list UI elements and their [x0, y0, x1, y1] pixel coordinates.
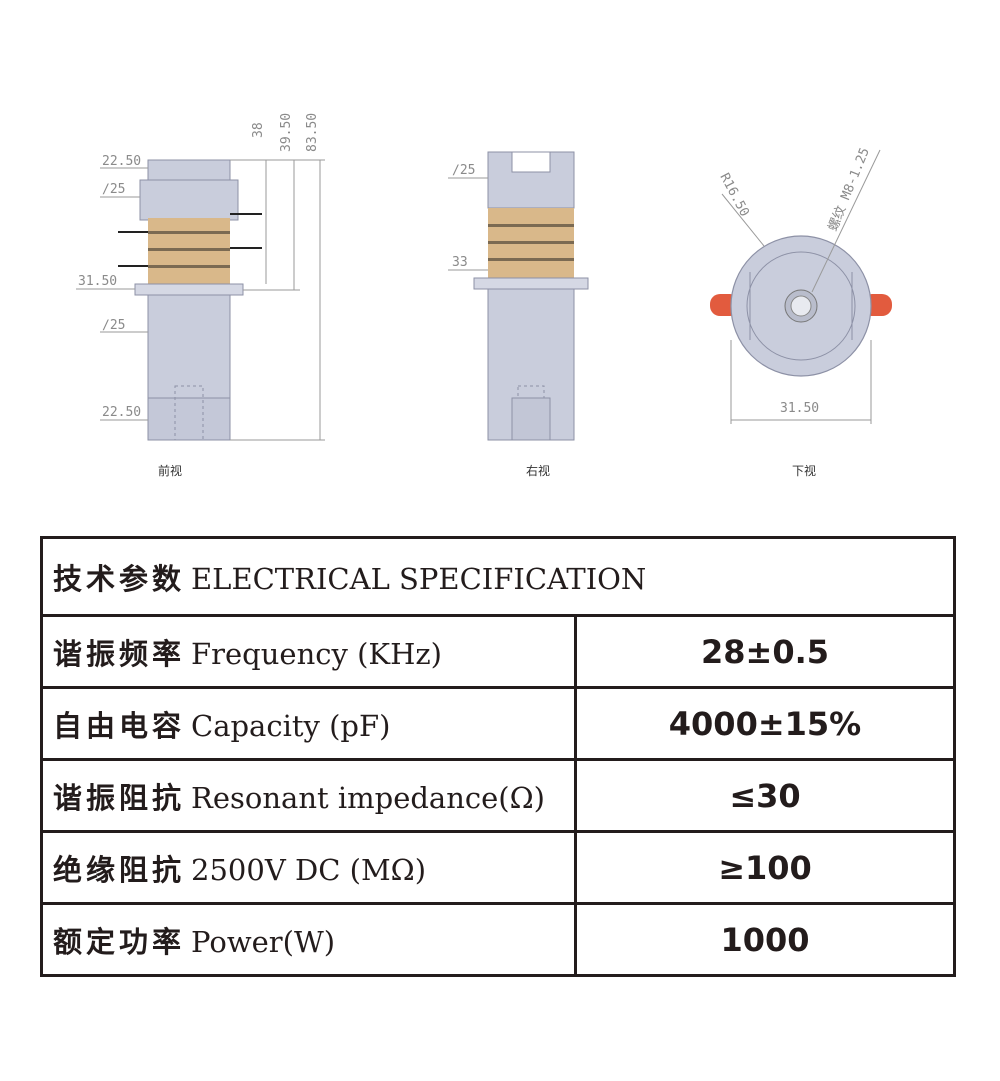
front-dim-flat-top: ∕25 [102, 182, 125, 197]
spec-title-en: ELECTRICAL SPECIFICATION [191, 561, 647, 596]
right-electrode-1 [488, 224, 574, 227]
right-view-caption: 右视 [526, 463, 550, 478]
right-bottom-slot [511, 397, 551, 441]
bottom-dim-thread: 螺纹 M8-1.25 [826, 146, 873, 234]
front-dim-len-a: 38 [251, 122, 266, 138]
spec-label-cn: 绝缘阻抗 [53, 852, 186, 887]
spec-value: 28±0.5 [574, 614, 956, 689]
right-dim-flat: ∕25 [452, 163, 475, 178]
spec-title-cn: 技术参数 [53, 561, 186, 596]
bottom-dim-diameter: 31.50 [780, 401, 819, 416]
front-ceramic-3 [148, 251, 230, 265]
bottom-view: R16.50 螺纹 M8-1.25 31.50 下视 [710, 146, 892, 478]
front-lower-step [147, 397, 231, 441]
right-dim-width: 33 [452, 255, 468, 270]
front-ceramic-4 [148, 268, 230, 284]
front-upper-flat [139, 179, 239, 221]
spec-value: 4000±15% [574, 686, 956, 761]
spec-label-cn: 额定功率 [53, 924, 186, 959]
front-dim-flat-bottom: ∕25 [102, 318, 125, 333]
spec-value: ≥100 [574, 830, 956, 905]
spec-label-en: Resonant impedance(Ω) [191, 780, 545, 815]
front-dim-bottom-dia: 22.50 [102, 405, 141, 420]
right-ceramic-2 [488, 227, 574, 241]
front-ceramic-1 [148, 218, 230, 232]
bottom-dim-radius: R16.50 [716, 171, 751, 220]
front-dim-top-dia: 22.50 [102, 154, 141, 169]
spec-label-cn: 自由电容 [53, 708, 186, 743]
front-view: 22.50 ∕25 31.50 ∕25 22.50 38 39.50 83.50… [76, 113, 325, 478]
spec-label-cn: 谐振频率 [53, 636, 186, 671]
spec-label-en: Power(W) [191, 924, 336, 959]
spec-value: ≤30 [574, 758, 956, 833]
front-view-caption: 前视 [158, 463, 182, 478]
spec-label-en: Capacity (pF) [191, 708, 391, 743]
front-electrode-1 [148, 231, 230, 234]
right-electrode-3 [488, 258, 574, 261]
right-ceramic-1 [488, 208, 574, 224]
front-ceramic-2 [148, 234, 230, 248]
front-thread-hole [174, 385, 204, 441]
right-ceramic-4 [488, 261, 574, 278]
right-flange [473, 277, 589, 290]
bottom-thread-inner [790, 295, 812, 317]
front-electrode-3 [148, 265, 230, 268]
right-top-slot [511, 151, 551, 173]
right-ceramic-3 [488, 244, 574, 258]
spec-label-en: Frequency (KHz) [191, 636, 442, 671]
spec-value: 1000 [574, 902, 956, 977]
right-view: ∕25 33 右视 [448, 151, 589, 478]
bottom-view-caption: 下视 [792, 463, 816, 478]
front-electrode-2 [148, 248, 230, 251]
front-dim-len-b: 39.50 [279, 113, 294, 152]
technical-drawing: 22.50 ∕25 31.50 ∕25 22.50 38 39.50 83.50… [76, 113, 892, 478]
spec-label-en: 2500V DC (MΩ) [191, 852, 427, 887]
right-thread-hole [517, 385, 545, 399]
right-electrode-2 [488, 241, 574, 244]
front-flange [134, 283, 244, 296]
front-dim-len-c: 83.50 [305, 113, 320, 152]
front-dim-flange: 31.50 [78, 274, 117, 289]
spec-label-cn: 谐振阻抗 [53, 780, 186, 815]
